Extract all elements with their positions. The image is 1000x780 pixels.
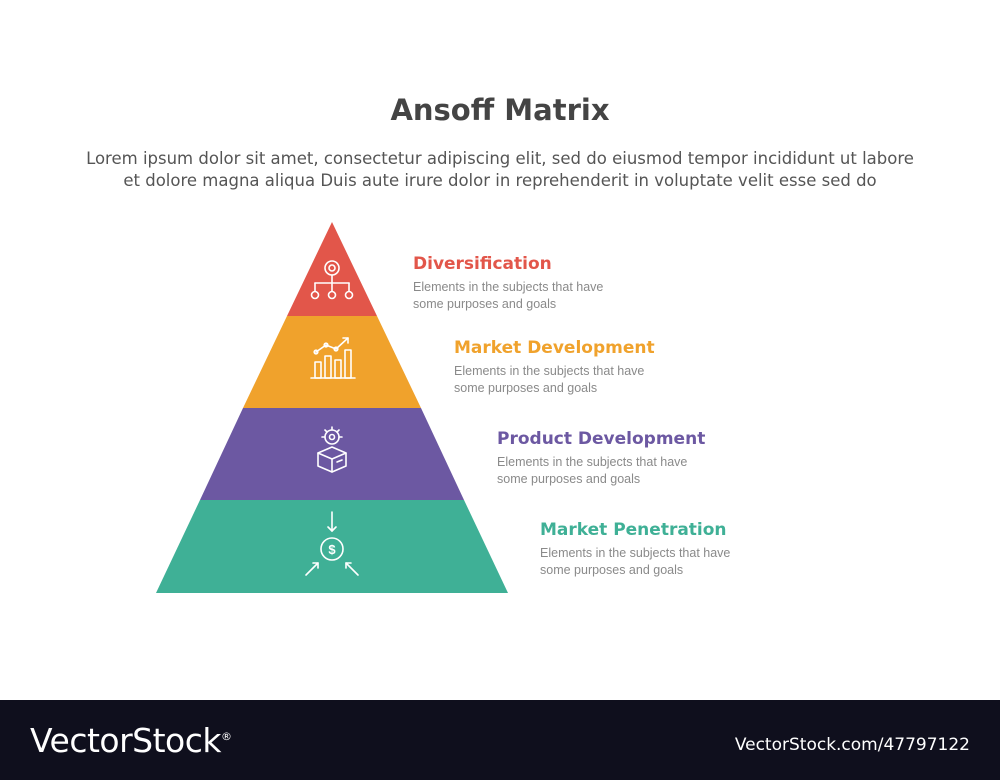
level-description: Elements in the subjects that have some … xyxy=(413,279,643,313)
svg-text:$: $ xyxy=(328,542,336,557)
money-inflow-icon: $ xyxy=(305,511,359,576)
pyramid-tier-diversification xyxy=(287,222,377,316)
subtitle-line: et dolore magna aliqua Duis aute irure d… xyxy=(123,171,877,190)
footer-image-id: VectorStock.com/47797122 xyxy=(734,735,970,755)
hierarchy-icon xyxy=(310,260,354,300)
watermark-footer: VectorStock® VectorStock.com/47797122 xyxy=(0,700,1000,780)
pyramid-tier-market-penetration xyxy=(156,500,508,593)
level-title: Market Penetration xyxy=(540,520,727,540)
level-description-line: some purposes and goals xyxy=(497,472,641,486)
label-market-development: Market Development Elements in the subje… xyxy=(454,337,774,397)
level-title: Diversification xyxy=(413,254,552,274)
level-description: Elements in the subjects that have some … xyxy=(497,454,727,488)
page-subtitle: Lorem ipsum dolor sit amet, consectetur … xyxy=(30,148,970,192)
level-title: Product Development xyxy=(497,429,706,449)
footer-brand-name: VectorStock xyxy=(30,721,222,760)
label-diversification: Diversification Elements in the subjects… xyxy=(413,253,733,313)
growth-chart-icon xyxy=(310,337,356,379)
pyramid-diagram: $ xyxy=(156,222,508,593)
level-description-line: Elements in the subjects that have xyxy=(540,546,731,560)
level-description-line: some purposes and goals xyxy=(413,297,557,311)
label-product-development: Product Development Elements in the subj… xyxy=(497,428,817,488)
pyramid-tier-market-development xyxy=(243,316,421,408)
page-title: Ansoff Matrix xyxy=(390,93,610,127)
level-description-line: some purposes and goals xyxy=(454,381,598,395)
label-market-penetration: Market Penetration Elements in the subje… xyxy=(540,519,860,579)
level-description-line: Elements in the subjects that have xyxy=(413,280,604,294)
pyramid-tier-product-development xyxy=(200,408,464,500)
level-description-line: Elements in the subjects that have xyxy=(454,364,645,378)
level-title: Market Development xyxy=(454,338,655,358)
level-description-line: some purposes and goals xyxy=(540,563,684,577)
level-description-line: Elements in the subjects that have xyxy=(497,455,688,469)
registered-mark: ® xyxy=(221,730,232,743)
level-description: Elements in the subjects that have some … xyxy=(454,363,684,397)
footer-brand-logo: VectorStock® xyxy=(30,721,232,760)
level-description: Elements in the subjects that have some … xyxy=(540,545,770,579)
subtitle-line: Lorem ipsum dolor sit amet, consectetur … xyxy=(86,149,914,168)
product-gear-box-icon xyxy=(317,426,347,473)
